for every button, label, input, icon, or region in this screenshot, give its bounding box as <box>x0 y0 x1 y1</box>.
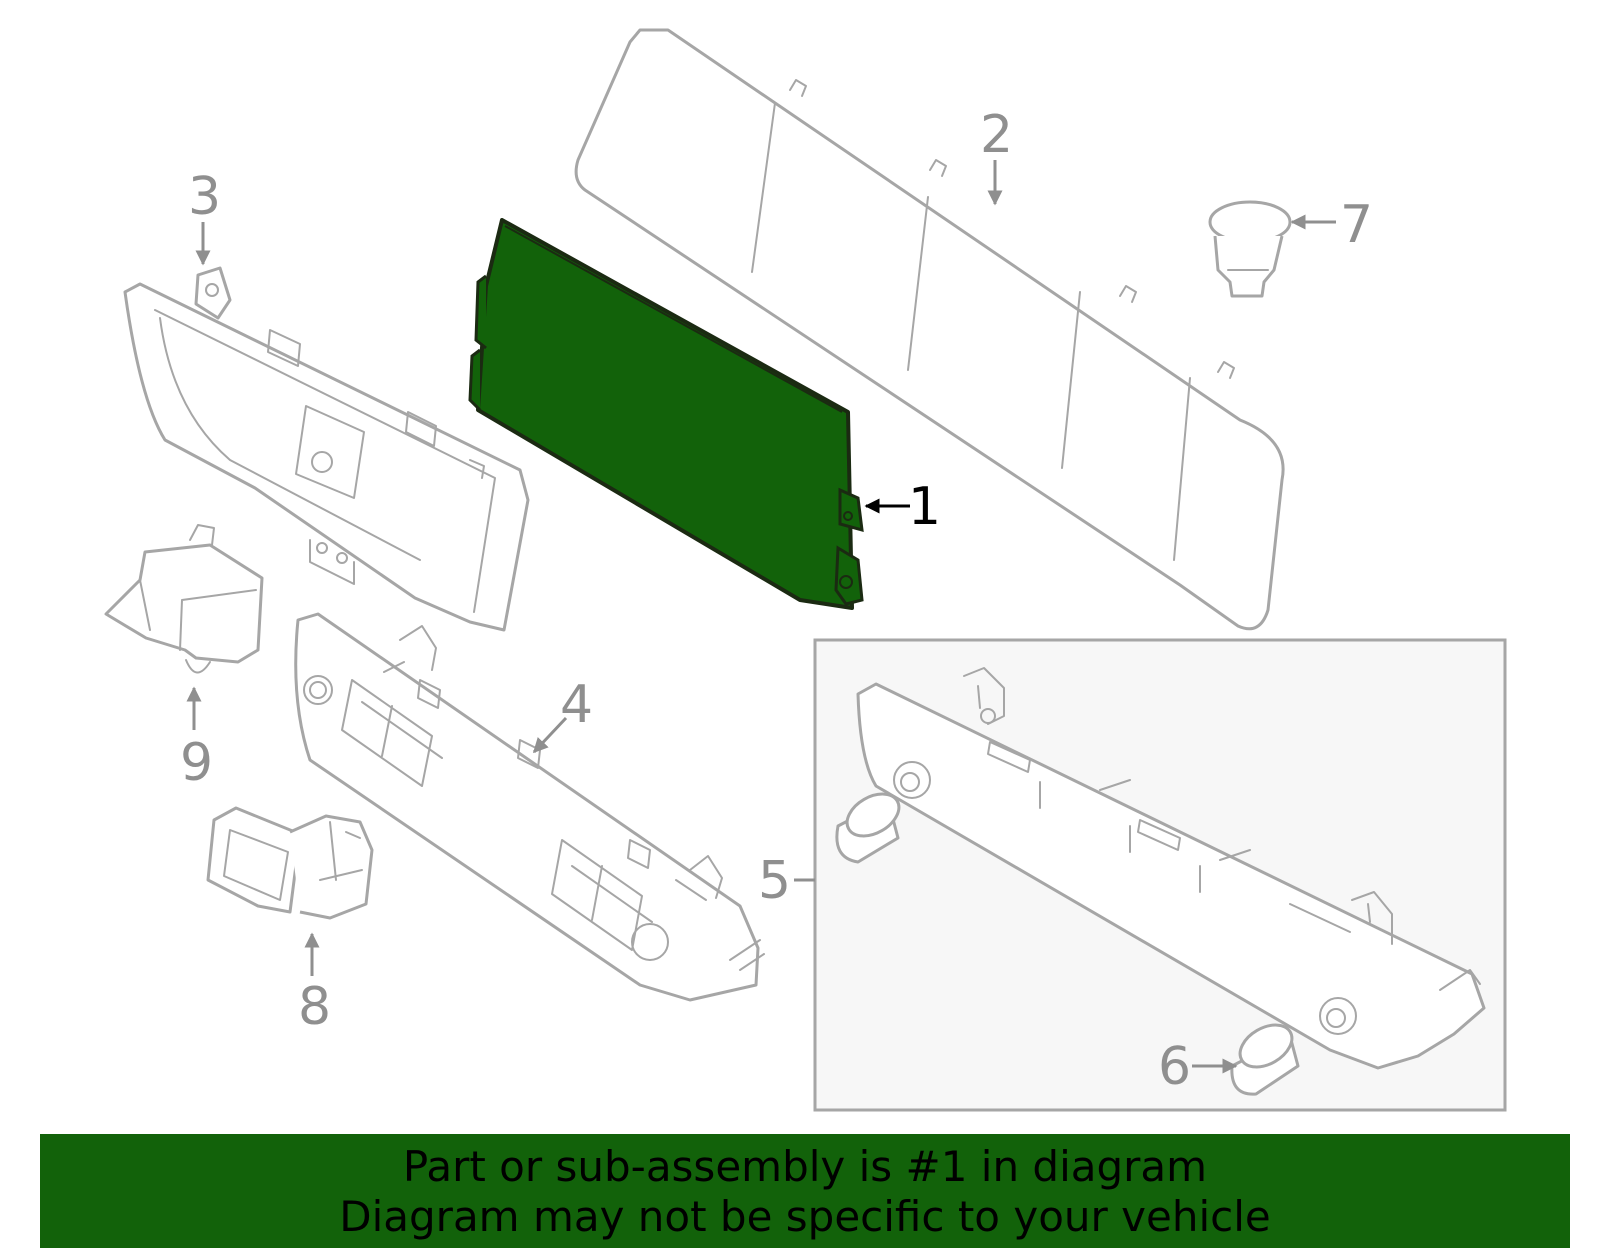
svg-text:9: 9 <box>180 733 213 793</box>
callout-4: 4 <box>532 675 593 754</box>
svg-text:8: 8 <box>298 977 331 1037</box>
callout-6: 6 <box>1158 1037 1238 1097</box>
part-6-knob <box>1230 1023 1300 1096</box>
callout-9: 9 <box>180 686 213 793</box>
part-1-control-module <box>468 218 864 610</box>
callout-3: 3 <box>188 167 221 266</box>
svg-text:2: 2 <box>980 105 1013 165</box>
svg-text:7: 7 <box>1340 195 1373 255</box>
banner-line-1: Part or sub-assembly is #1 in diagram <box>402 1142 1208 1191</box>
banner-line-2: Diagram may not be specific to your vehi… <box>339 1192 1271 1241</box>
part-9-bracket <box>104 524 264 674</box>
callout-2: 2 <box>980 105 1013 206</box>
part-5-knob <box>835 792 901 864</box>
part-7-clip <box>1208 200 1292 298</box>
svg-text:3: 3 <box>188 167 221 227</box>
part-3-bezel-frame <box>123 266 530 632</box>
part-2-display-bezel <box>574 28 1285 631</box>
callout-1: 1 <box>864 477 941 537</box>
part-5-inset <box>813 638 1507 1112</box>
svg-text:5: 5 <box>758 851 791 911</box>
svg-text:4: 4 <box>560 675 593 735</box>
callout-5: 5 <box>758 851 815 911</box>
svg-text:1: 1 <box>908 477 941 537</box>
part-4-switch-panel <box>294 612 765 1002</box>
part-8-switch <box>206 806 374 920</box>
info-banner: Part or sub-assembly is #1 in diagram Di… <box>40 1134 1570 1248</box>
callout-7: 7 <box>1290 195 1373 255</box>
svg-text:6: 6 <box>1158 1037 1191 1097</box>
callout-8: 8 <box>298 932 331 1037</box>
